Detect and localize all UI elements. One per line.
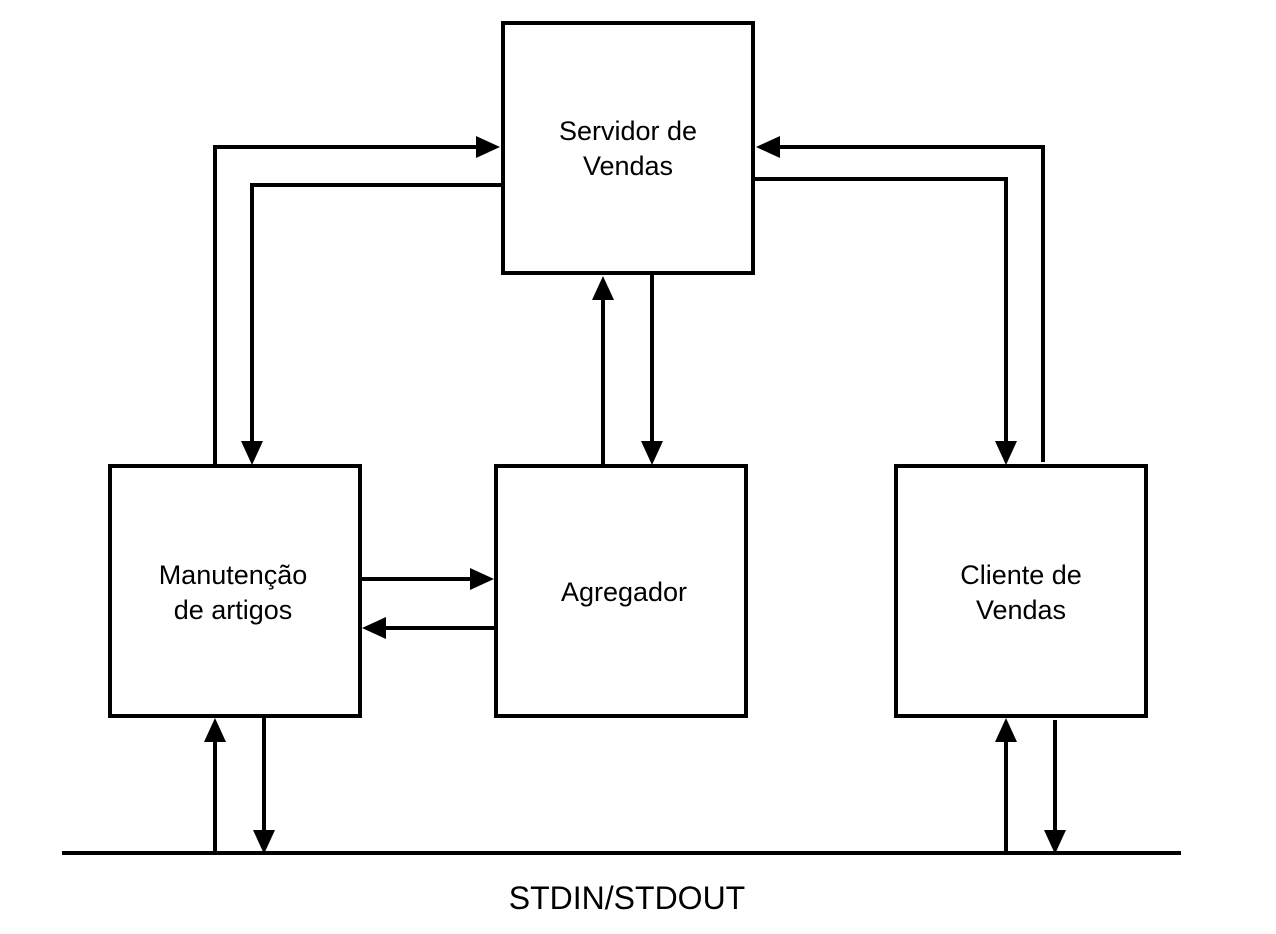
arrowhead-icon [362,617,386,639]
edge-line [755,177,1008,443]
arrowhead-icon [253,830,275,854]
edge-agregador-to-servidor [592,276,614,464]
arrowhead-icon [470,568,494,590]
edge-servidor-to-agregador [641,275,663,465]
arrowhead-icon [204,718,226,742]
edge-stdin-to-cliente [995,718,1017,853]
edge-line [250,183,501,443]
node-servidor-de-vendas: Servidor de Vendas [501,21,755,275]
edge-line [778,145,1045,462]
edge-stdin-to-manutencao [204,718,226,853]
arrowhead-icon [476,136,500,158]
edge-servidor-to-cliente [755,177,1017,465]
manutencao-label-line2: de artigos [174,595,293,625]
edge-servidor-to-manutencao [241,183,501,465]
stdin-stdout-bus: STDIN/STDOUT [62,851,1181,916]
arrowhead-icon [756,136,780,158]
bus-label: STDIN/STDOUT [509,880,745,916]
arrowhead-icon [995,441,1017,465]
node-agregador: Agregador [494,464,748,718]
servidor-label-line2: Vendas [583,151,673,181]
edge-agregador-to-manutencao [362,617,494,639]
arrowhead-icon [241,441,263,465]
servidor-label-line1: Servidor de [559,116,697,146]
node-cliente-de-vendas: Cliente de Vendas [894,464,1148,718]
cliente-label-line2: Vendas [976,595,1066,625]
agregador-box [494,464,748,718]
edge-line [213,145,478,464]
agregador-label: Agregador [561,577,687,607]
manutencao-box [108,464,362,718]
edge-manutencao-to-agregador [362,568,494,590]
node-manutencao-de-artigos: Manutenção de artigos [108,464,362,718]
arrowhead-icon [1044,830,1066,854]
arrowhead-icon [641,441,663,465]
edge-manutencao-to-servidor [213,136,500,464]
cliente-label-line1: Cliente de [960,560,1082,590]
edge-cliente-to-servidor [756,136,1045,462]
edge-cliente-to-stdout [1044,720,1066,854]
edge-manutencao-to-stdout [253,718,275,854]
arrowhead-icon [995,718,1017,742]
manutencao-label-line1: Manutenção [159,560,308,590]
cliente-box [894,464,1148,718]
servidor-box [501,21,755,275]
arrowhead-icon [592,276,614,300]
